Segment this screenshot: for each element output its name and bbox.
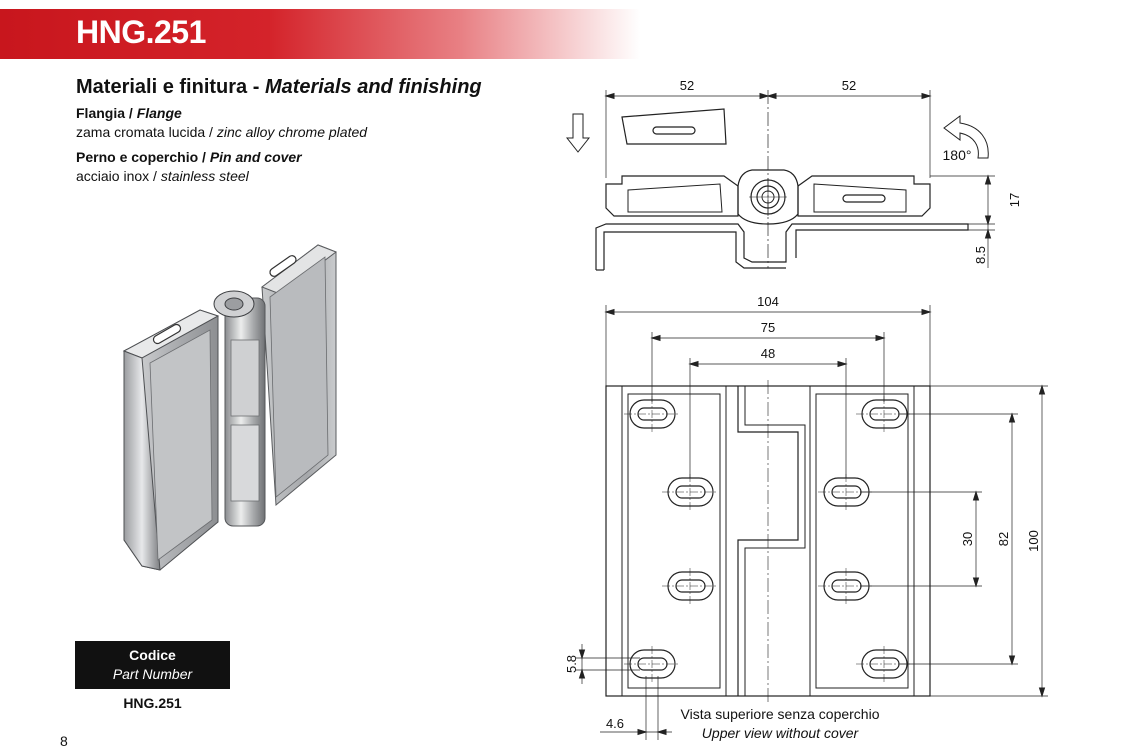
dim-total-height: 100 [1026, 530, 1041, 552]
code-header-it: Codice [129, 647, 176, 663]
dim-slot-height: 5.8 [564, 655, 579, 673]
materials-title-it: Materiali e finitura - [76, 76, 260, 98]
flange-label: Flangia / Flange [76, 105, 182, 121]
dim-holes-inner-vertical: 30 [960, 532, 975, 546]
materials-title: Materiali e finitura - Materials and fin… [76, 76, 482, 99]
dim-holes-inner: 48 [761, 346, 775, 361]
flange-value-it: zama cromata lucida / [76, 124, 213, 140]
flange-value: zama cromata lucida / zinc alloy chrome … [76, 124, 367, 140]
dim-side-left: 52 [680, 78, 694, 93]
pin-label: Perno e coperchio / Pin and cover [76, 149, 302, 165]
rotation-label: 180° [943, 147, 972, 163]
header-band [0, 9, 640, 59]
product-code: HNG.251 [76, 14, 206, 50]
page-number: 8 [60, 733, 68, 749]
dim-side-offset: 8.5 [973, 246, 988, 264]
code-table-header: Codice Part Number [75, 641, 230, 689]
pin-label-it: Perno e coperchio / [76, 149, 206, 165]
flange-value-en: zinc alloy chrome plated [216, 124, 368, 140]
dim-total-width: 104 [757, 294, 779, 309]
pin-value-en: stainless steel [160, 168, 249, 184]
dim-slot-width: 4.6 [606, 716, 624, 731]
caption-en: Upper view without cover [701, 725, 859, 741]
pin-value: acciaio inox / stainless steel [76, 168, 249, 184]
caption-it: Vista superiore senza coperchio [680, 706, 880, 722]
dim-side-height: 17 [1007, 193, 1022, 207]
flange-label-en: Flange [136, 105, 182, 121]
materials-title-en: Materials and finishing [264, 76, 482, 98]
code-value: HNG.251 [123, 695, 182, 711]
dim-holes-vertical: 82 [996, 532, 1011, 546]
flange-label-it: Flangia / [76, 105, 133, 121]
code-header-en: Part Number [112, 666, 193, 682]
dim-holes-outer: 75 [761, 320, 775, 335]
pin-value-it: acciaio inox / [76, 168, 157, 184]
pin-label-en: Pin and cover [209, 149, 302, 165]
dim-side-right: 52 [842, 78, 856, 93]
